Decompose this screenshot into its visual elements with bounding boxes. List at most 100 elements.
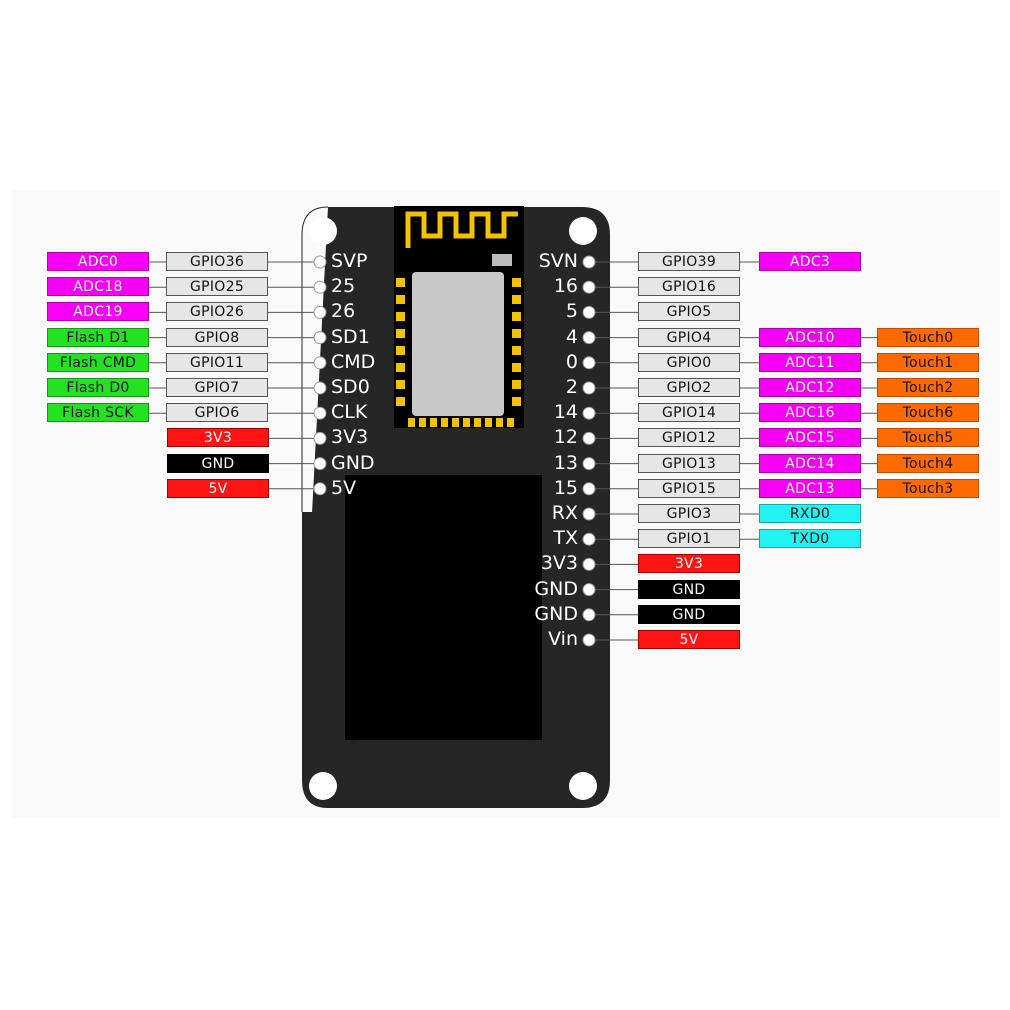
right-pin-1-name: 16 <box>553 275 578 298</box>
right-pin-9-func-label: ADC13 <box>759 478 861 498</box>
module-pad <box>408 418 415 427</box>
left-pin-4-dot <box>313 356 327 370</box>
right-pin-10-dot <box>582 507 596 521</box>
right-pin-10-gpio-label: GPIO3 <box>638 504 740 523</box>
right-pin-14-name: GND <box>534 602 578 625</box>
right-pin-15-dot <box>582 633 596 647</box>
left-pin-1-func-label: ADC18 <box>47 277 149 297</box>
left-pin-6-func-label: Flash SCK <box>47 403 149 423</box>
right-pin-6-name: 14 <box>553 401 578 424</box>
module-pad <box>485 418 492 427</box>
right-pin-14-power-label: GND <box>638 604 740 624</box>
right-pin-5-gpio-label: GPIO2 <box>638 378 740 397</box>
right-pin-4-touch-label: Touch1 <box>877 352 979 372</box>
right-pin-8-dot <box>582 457 596 471</box>
right-pin-7-func-label: ADC15 <box>759 428 861 448</box>
right-pin-10-name: RX <box>551 502 578 524</box>
module-pad <box>452 418 459 427</box>
right-pin-11-gpio-label: GPIO1 <box>638 529 740 549</box>
mount-hole-bottom-right <box>569 772 597 800</box>
right-pin-7-gpio-label: GPIO12 <box>638 428 740 448</box>
right-pin-11-name: TX <box>553 527 578 550</box>
module-pad <box>396 397 405 406</box>
module-pad <box>512 380 521 389</box>
right-pin-6-func-label: ADC16 <box>759 403 861 423</box>
left-pin-9-power-label: 5V <box>167 478 269 498</box>
module-pad <box>396 380 405 389</box>
module-pad <box>419 418 426 427</box>
right-pin-3-touch-label: Touch0 <box>877 327 979 347</box>
right-pin-12-name: 3V3 <box>540 552 578 575</box>
module-pad <box>441 418 448 427</box>
left-pin-3-name: SD1 <box>331 325 370 348</box>
module-pad <box>396 278 405 287</box>
left-pin-5-gpio-label: GPIO7 <box>166 378 268 397</box>
rf-shield <box>412 272 504 416</box>
module-pad <box>512 363 521 372</box>
module-pad <box>512 312 521 321</box>
module-pad <box>430 418 437 427</box>
right-pin-12-power-label: 3V3 <box>638 554 740 574</box>
right-pin-3-dot <box>582 331 596 345</box>
left-pin-5-name: SD0 <box>331 376 370 398</box>
right-pin-10-func-label: RXD0 <box>759 504 861 523</box>
right-pin-12-dot <box>582 557 596 571</box>
left-pin-8-dot <box>313 457 327 471</box>
right-pin-5-name: 2 <box>565 376 578 398</box>
left-pin-1-gpio-label: GPIO25 <box>166 277 268 297</box>
module-pad <box>512 397 521 406</box>
right-pin-1-gpio-label: GPIO16 <box>638 277 740 297</box>
left-pin-6-dot <box>313 406 327 420</box>
right-pin-8-func-label: ADC14 <box>759 453 861 473</box>
mount-hole-bottom-left <box>309 772 337 800</box>
left-pin-0-name: SVP <box>331 250 368 272</box>
right-pin-0-name: SVN <box>538 250 578 272</box>
right-pin-9-gpio-label: GPIO15 <box>638 478 740 498</box>
left-pin-4-gpio-label: GPIO11 <box>166 352 268 372</box>
right-pin-8-name: 13 <box>553 451 578 474</box>
right-pin-9-name: 15 <box>553 476 578 499</box>
module-pad <box>396 363 405 372</box>
right-pin-5-func-label: ADC12 <box>759 378 861 397</box>
right-pin-3-func-label: ADC10 <box>759 327 861 347</box>
left-pin-7-power-label: 3V3 <box>167 428 269 448</box>
left-pin-4-name: CMD <box>331 350 376 373</box>
left-pin-2-dot <box>313 305 327 319</box>
left-pin-1-name: 25 <box>331 275 356 298</box>
right-pin-9-dot <box>582 482 596 496</box>
right-pin-2-dot <box>582 305 596 319</box>
left-pin-9-dot <box>313 482 327 496</box>
left-pin-1-dot <box>313 280 327 294</box>
module-pad <box>512 295 521 304</box>
right-pin-8-gpio-label: GPIO13 <box>638 453 740 473</box>
module-pad <box>396 312 405 321</box>
right-pin-11-dot <box>582 532 596 546</box>
right-pin-13-dot <box>582 583 596 597</box>
right-pin-4-func-label: ADC11 <box>759 352 861 372</box>
right-pin-1-dot <box>582 280 596 294</box>
right-pin-0-dot <box>582 255 596 269</box>
module-pad <box>512 329 521 338</box>
mount-hole-top-left <box>309 217 337 245</box>
left-pin-7-name: 3V3 <box>331 426 369 449</box>
right-pin-6-dot <box>582 406 596 420</box>
mount-hole-top-right <box>569 217 597 245</box>
right-pin-0-func-label: ADC3 <box>759 252 861 271</box>
right-pin-4-gpio-label: GPIO0 <box>638 352 740 372</box>
left-pin-2-func-label: ADC19 <box>47 302 149 322</box>
right-pin-2-name: 5 <box>565 300 578 323</box>
left-pin-0-gpio-label: GPIO36 <box>166 252 268 271</box>
right-pin-13-name: GND <box>534 577 578 600</box>
right-pin-4-dot <box>582 356 596 370</box>
right-pin-3-gpio-label: GPIO4 <box>638 327 740 347</box>
left-pin-8-power-label: GND <box>167 453 269 473</box>
right-pin-6-gpio-label: GPIO14 <box>638 403 740 423</box>
right-pin-0-gpio-label: GPIO39 <box>638 252 740 271</box>
left-pin-0-func-label: ADC0 <box>47 252 149 271</box>
right-pin-5-touch-label: Touch2 <box>877 378 979 397</box>
right-pin-15-power-label: 5V <box>638 630 740 649</box>
left-pin-7-dot <box>313 431 327 445</box>
right-pin-7-name: 12 <box>553 426 578 449</box>
left-pin-5-func-label: Flash D0 <box>47 378 149 397</box>
left-pin-2-gpio-label: GPIO26 <box>166 302 268 322</box>
